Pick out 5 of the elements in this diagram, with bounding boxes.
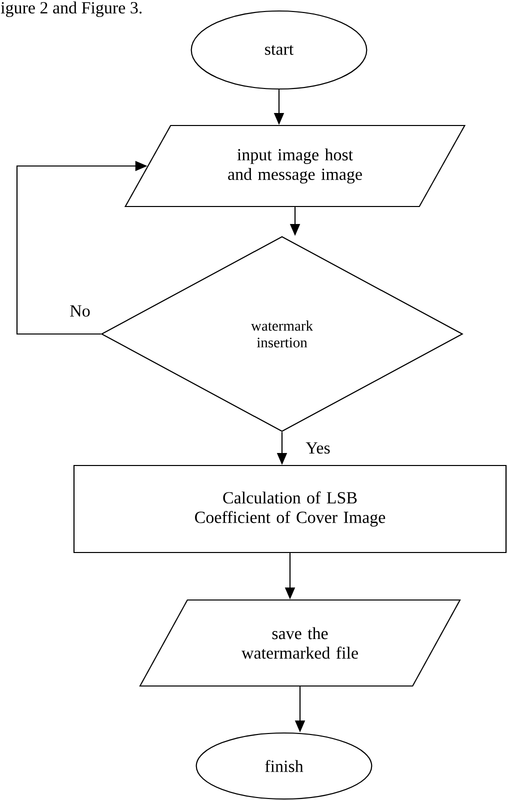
body-text: igure 2 and Figure 3. [0, 2, 142, 18]
io-parallelogram: save the watermarked file [139, 599, 461, 687]
edge-label: No [68, 304, 92, 318]
process-box: Calculation of LSB Coefficient of Cover Image [73, 464, 507, 554]
edge-label: Yes [304, 441, 332, 455]
